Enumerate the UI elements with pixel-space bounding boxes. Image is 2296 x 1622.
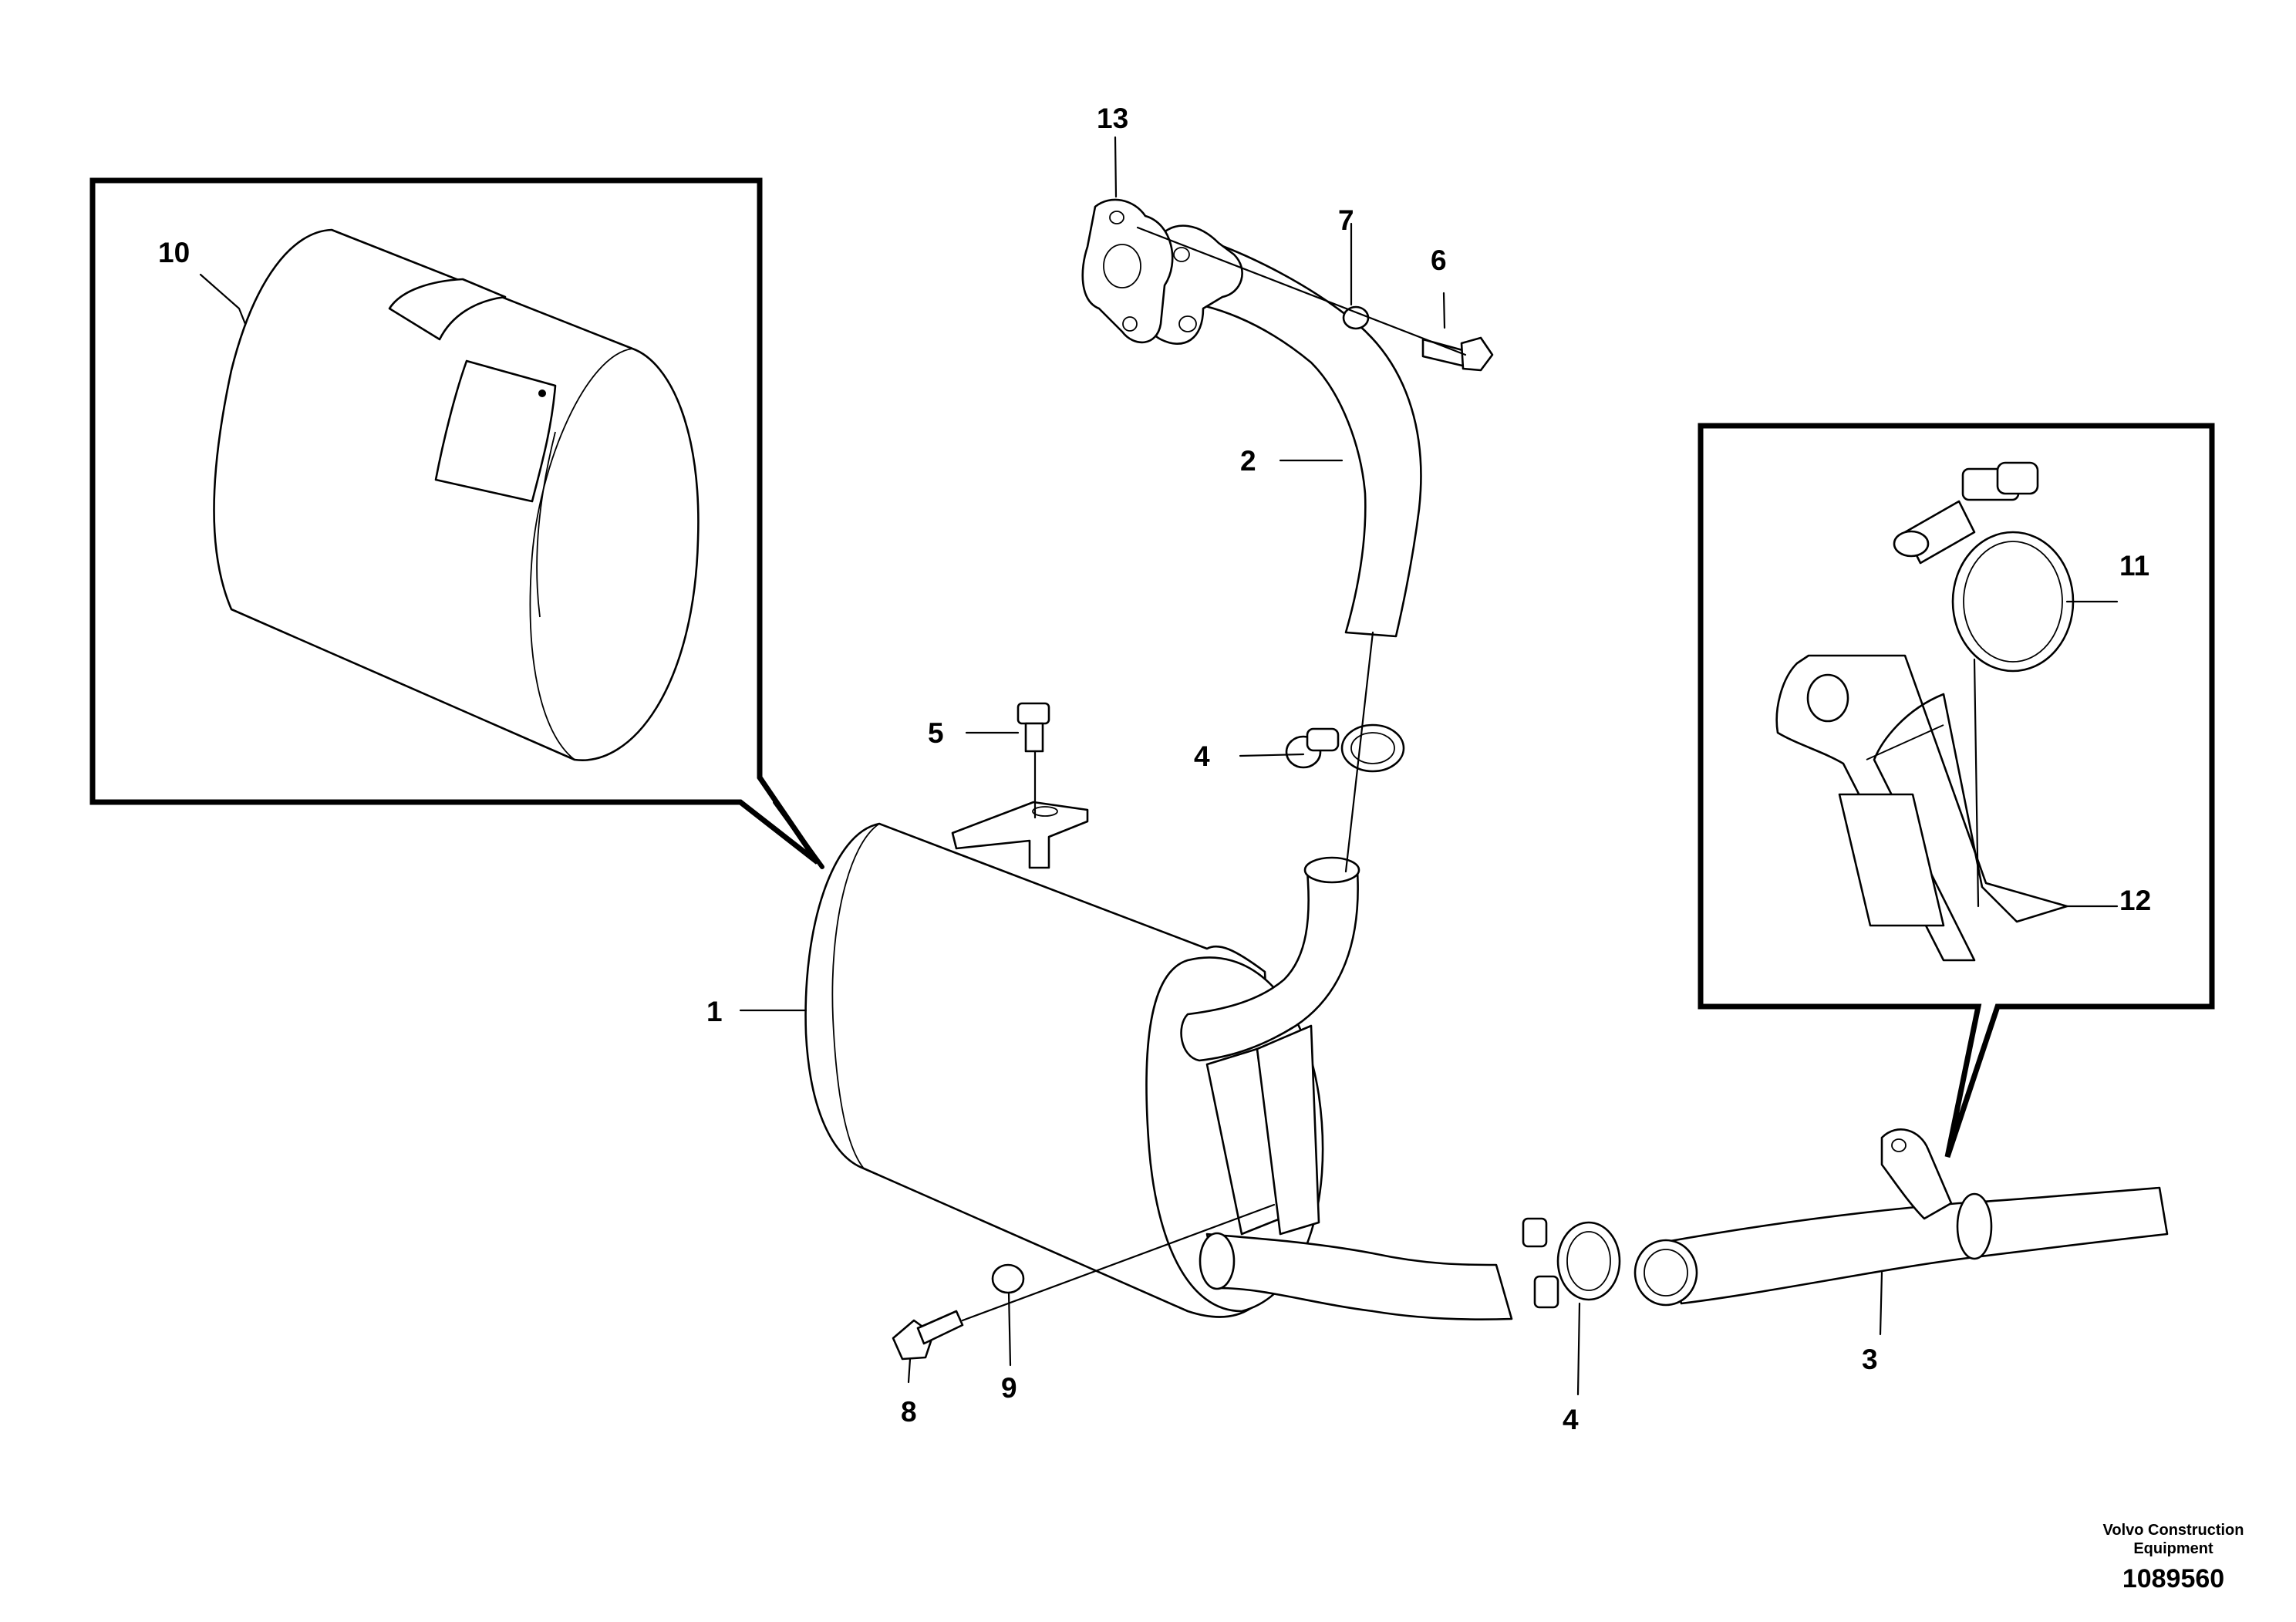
lower-spacer xyxy=(991,1263,1025,1294)
assembly-lines xyxy=(961,226,1467,1322)
lower-clamp xyxy=(1522,1217,1621,1309)
callout-9: 9 xyxy=(1001,1372,1017,1404)
detail-box-clamp-bracket xyxy=(1698,423,2215,1158)
callout-2: 2 xyxy=(1240,445,1256,477)
publisher-block: Volvo Construction Equipment 1089560 xyxy=(2103,1522,2244,1593)
callout-13: 13 xyxy=(1097,103,1128,134)
callout-7: 7 xyxy=(1338,204,1354,236)
reference-number: 1089560 xyxy=(2122,1564,2224,1593)
inlet-pipe xyxy=(1144,224,1422,638)
tail-pipe xyxy=(1633,1128,2169,1307)
callout-4-lower: 4 xyxy=(1563,1404,1579,1435)
muffler-outlet-pipe xyxy=(1199,1232,1513,1320)
flange-screw xyxy=(1421,336,1494,372)
callout-5: 5 xyxy=(928,717,944,749)
callout-12: 12 xyxy=(2119,885,2151,916)
clamp-bracket-detail xyxy=(1775,654,2068,962)
callout-8: 8 xyxy=(901,1396,917,1428)
callout-1: 1 xyxy=(706,996,723,1027)
callout-leaders xyxy=(739,136,1883,1396)
publisher-line-1: Volvo Construction xyxy=(2103,1522,2244,1539)
callout-10: 10 xyxy=(158,237,190,268)
hose-clamp-detail xyxy=(1893,461,2075,673)
upper-clamp xyxy=(1285,723,1405,773)
callout-3: 3 xyxy=(1862,1344,1878,1375)
callout-4-upper: 4 xyxy=(1194,740,1210,772)
callout-labels: 1 2 3 4 4 5 6 7 8 9 10 11 12 13 xyxy=(158,103,2151,1435)
gasket xyxy=(1081,198,1174,344)
lower-screw xyxy=(892,1310,964,1361)
publisher-line-2: Equipment xyxy=(2133,1540,2213,1557)
inlet-elbow xyxy=(1180,856,1360,1236)
heat-shield xyxy=(213,228,700,761)
detail-box-heat-shield xyxy=(89,177,824,869)
bracket-screw xyxy=(1017,702,1050,753)
callout-11: 11 xyxy=(2119,550,2149,582)
flange-washer xyxy=(1342,305,1370,330)
callout-6: 6 xyxy=(1431,244,1447,276)
